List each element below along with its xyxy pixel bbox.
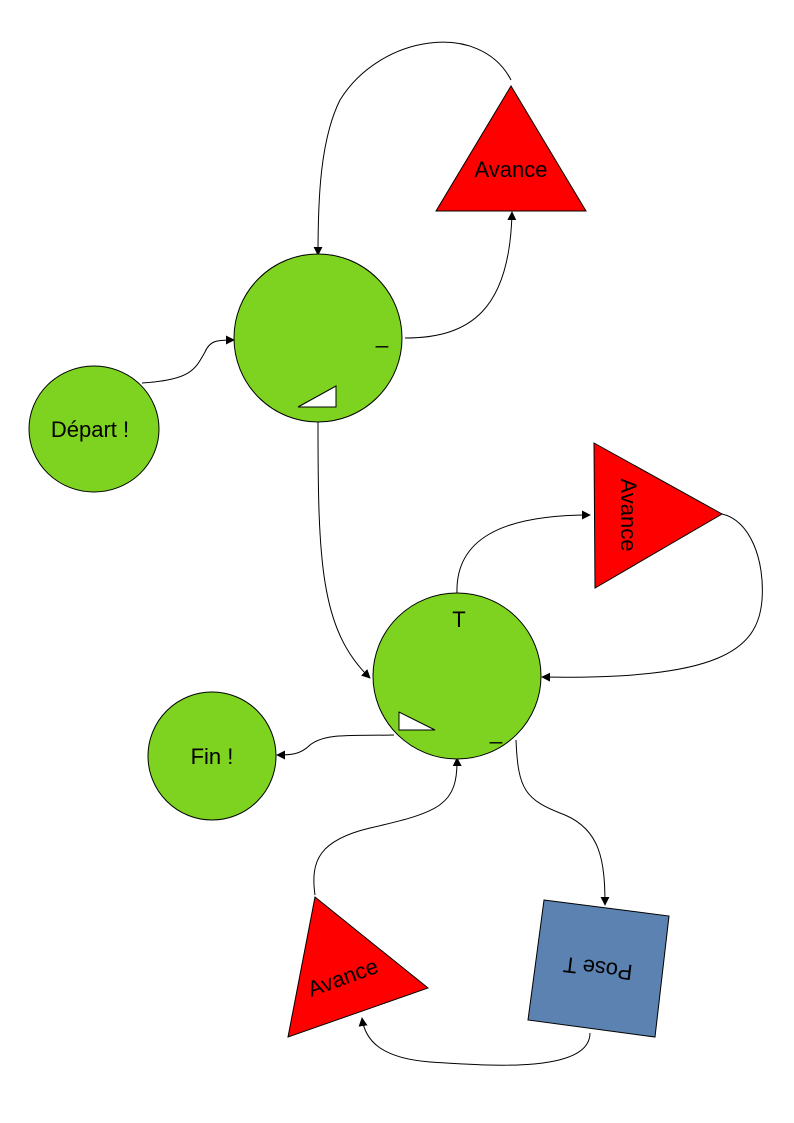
node-state2: T _ — [372, 592, 542, 760]
node-avance1: Avance — [435, 85, 587, 212]
node-avance2: Avance — [593, 442, 724, 589]
avance2-triangle — [593, 442, 724, 589]
edge-state1-to-state2 — [317, 421, 371, 679]
state2-circle — [372, 592, 542, 760]
state2-mark-top: T — [452, 607, 465, 632]
edge-state2-to-avance2 — [456, 510, 591, 595]
pose-square — [527, 899, 670, 1038]
edge-avance3-to-state2 — [313, 757, 462, 896]
edge-state2-to-fin — [276, 734, 395, 760]
avance1-triangle — [435, 85, 587, 212]
depart-circle — [28, 365, 160, 493]
fin-label: Fin ! — [191, 744, 234, 769]
edge-state1-to-avance1 — [404, 211, 517, 339]
avance3-triangle — [287, 896, 430, 1038]
fin-circle — [147, 691, 277, 821]
edge-state2-to-pose — [515, 739, 610, 906]
state2-mark: _ — [489, 719, 503, 744]
state1-wedge-icon — [297, 385, 337, 408]
state1-mark: _ — [375, 323, 389, 348]
edge-avance1-to-state1 — [313, 41, 512, 256]
state2-wedge-icon — [398, 711, 436, 731]
edge-avance2-to-state2 — [541, 513, 763, 682]
edge-depart-to-state1 — [141, 335, 235, 384]
node-depart: Départ ! — [28, 365, 160, 493]
depart-label: Départ ! — [51, 417, 129, 442]
avance2-label: Avance — [616, 479, 641, 552]
avance1-label: Avance — [475, 157, 548, 182]
node-avance3: Avance — [287, 896, 430, 1038]
node-pose: Pose T — [527, 899, 670, 1038]
edge-pose-to-avance3 — [358, 1017, 591, 1066]
state1-circle — [233, 253, 403, 423]
node-fin: Fin ! — [147, 691, 277, 821]
node-state1: _ — [233, 253, 403, 423]
